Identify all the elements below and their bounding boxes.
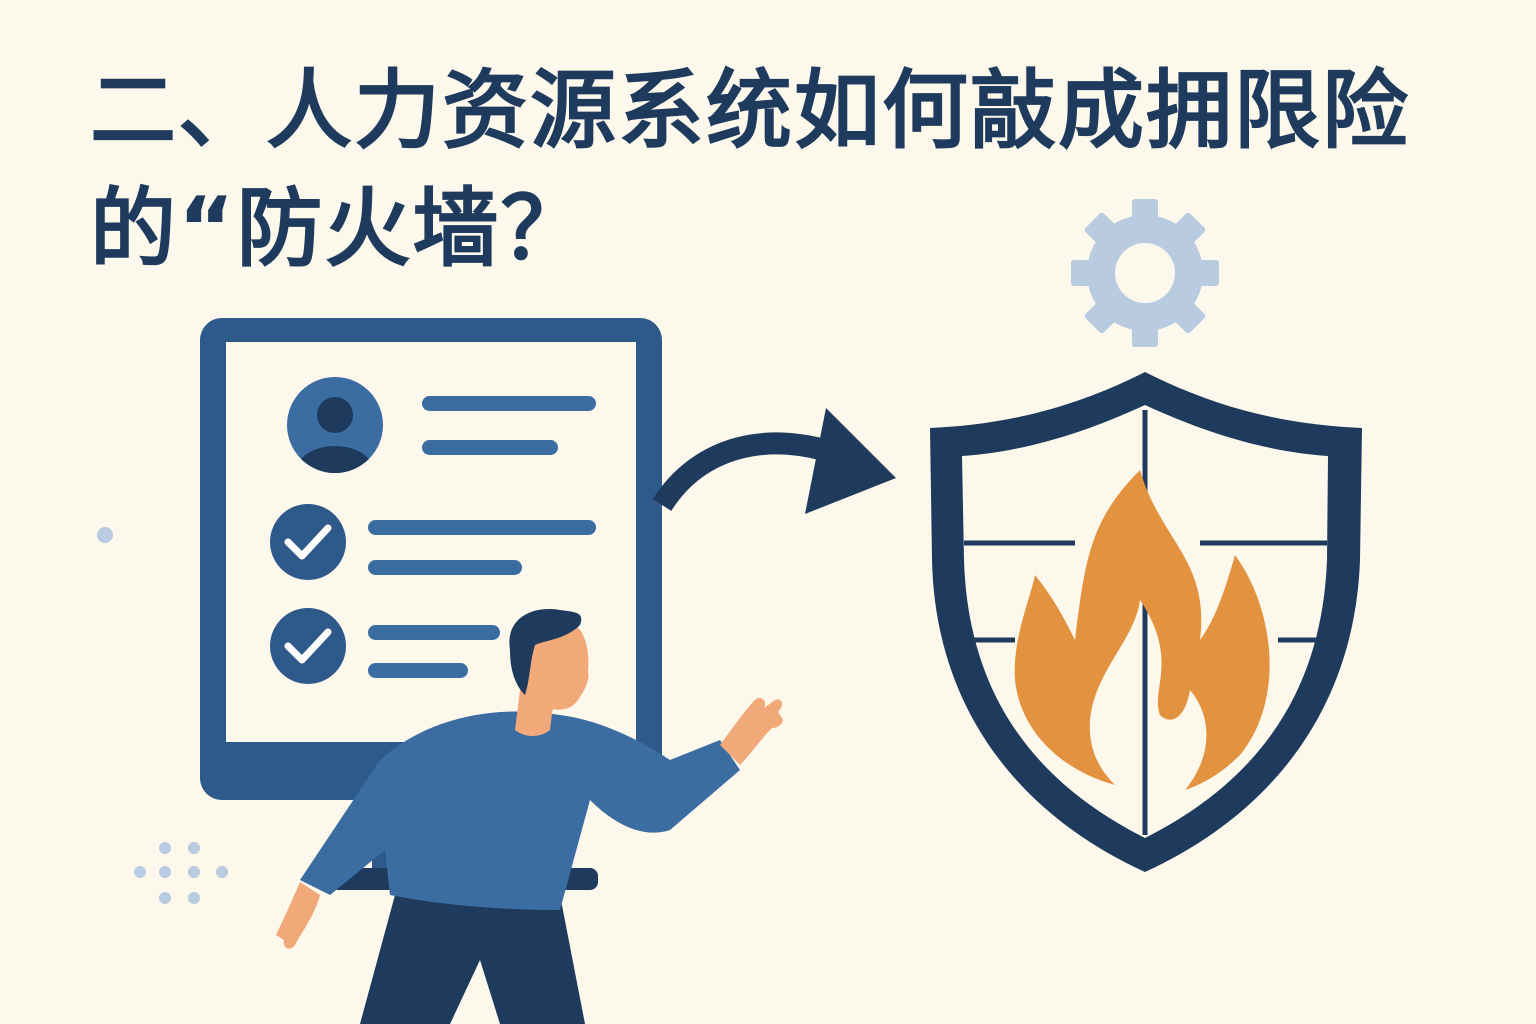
shield-icon (930, 372, 1362, 872)
checklist-item (270, 608, 500, 684)
checklist-item (270, 504, 596, 580)
flame-icon (1014, 470, 1270, 790)
hair (509, 609, 582, 695)
title-line-2: 的“防火墙？ (90, 179, 589, 279)
title-line-1: 二、人力资源系统如何敲成拥限险 (90, 61, 1410, 161)
dot-grid-icon (134, 842, 228, 904)
hand (720, 697, 783, 765)
hand (276, 882, 320, 949)
check-icon (270, 504, 346, 580)
gear-icon (1071, 199, 1219, 347)
decor-dot (97, 527, 113, 543)
pants (360, 895, 585, 1024)
profile-card (287, 377, 596, 473)
shirt (300, 711, 740, 910)
arrow-icon (652, 408, 896, 514)
page-title: 二、人力资源系统如何敲成拥限险 的“防火墙？ (90, 52, 1450, 288)
check-icon (270, 608, 346, 684)
person-figure (276, 609, 783, 1024)
